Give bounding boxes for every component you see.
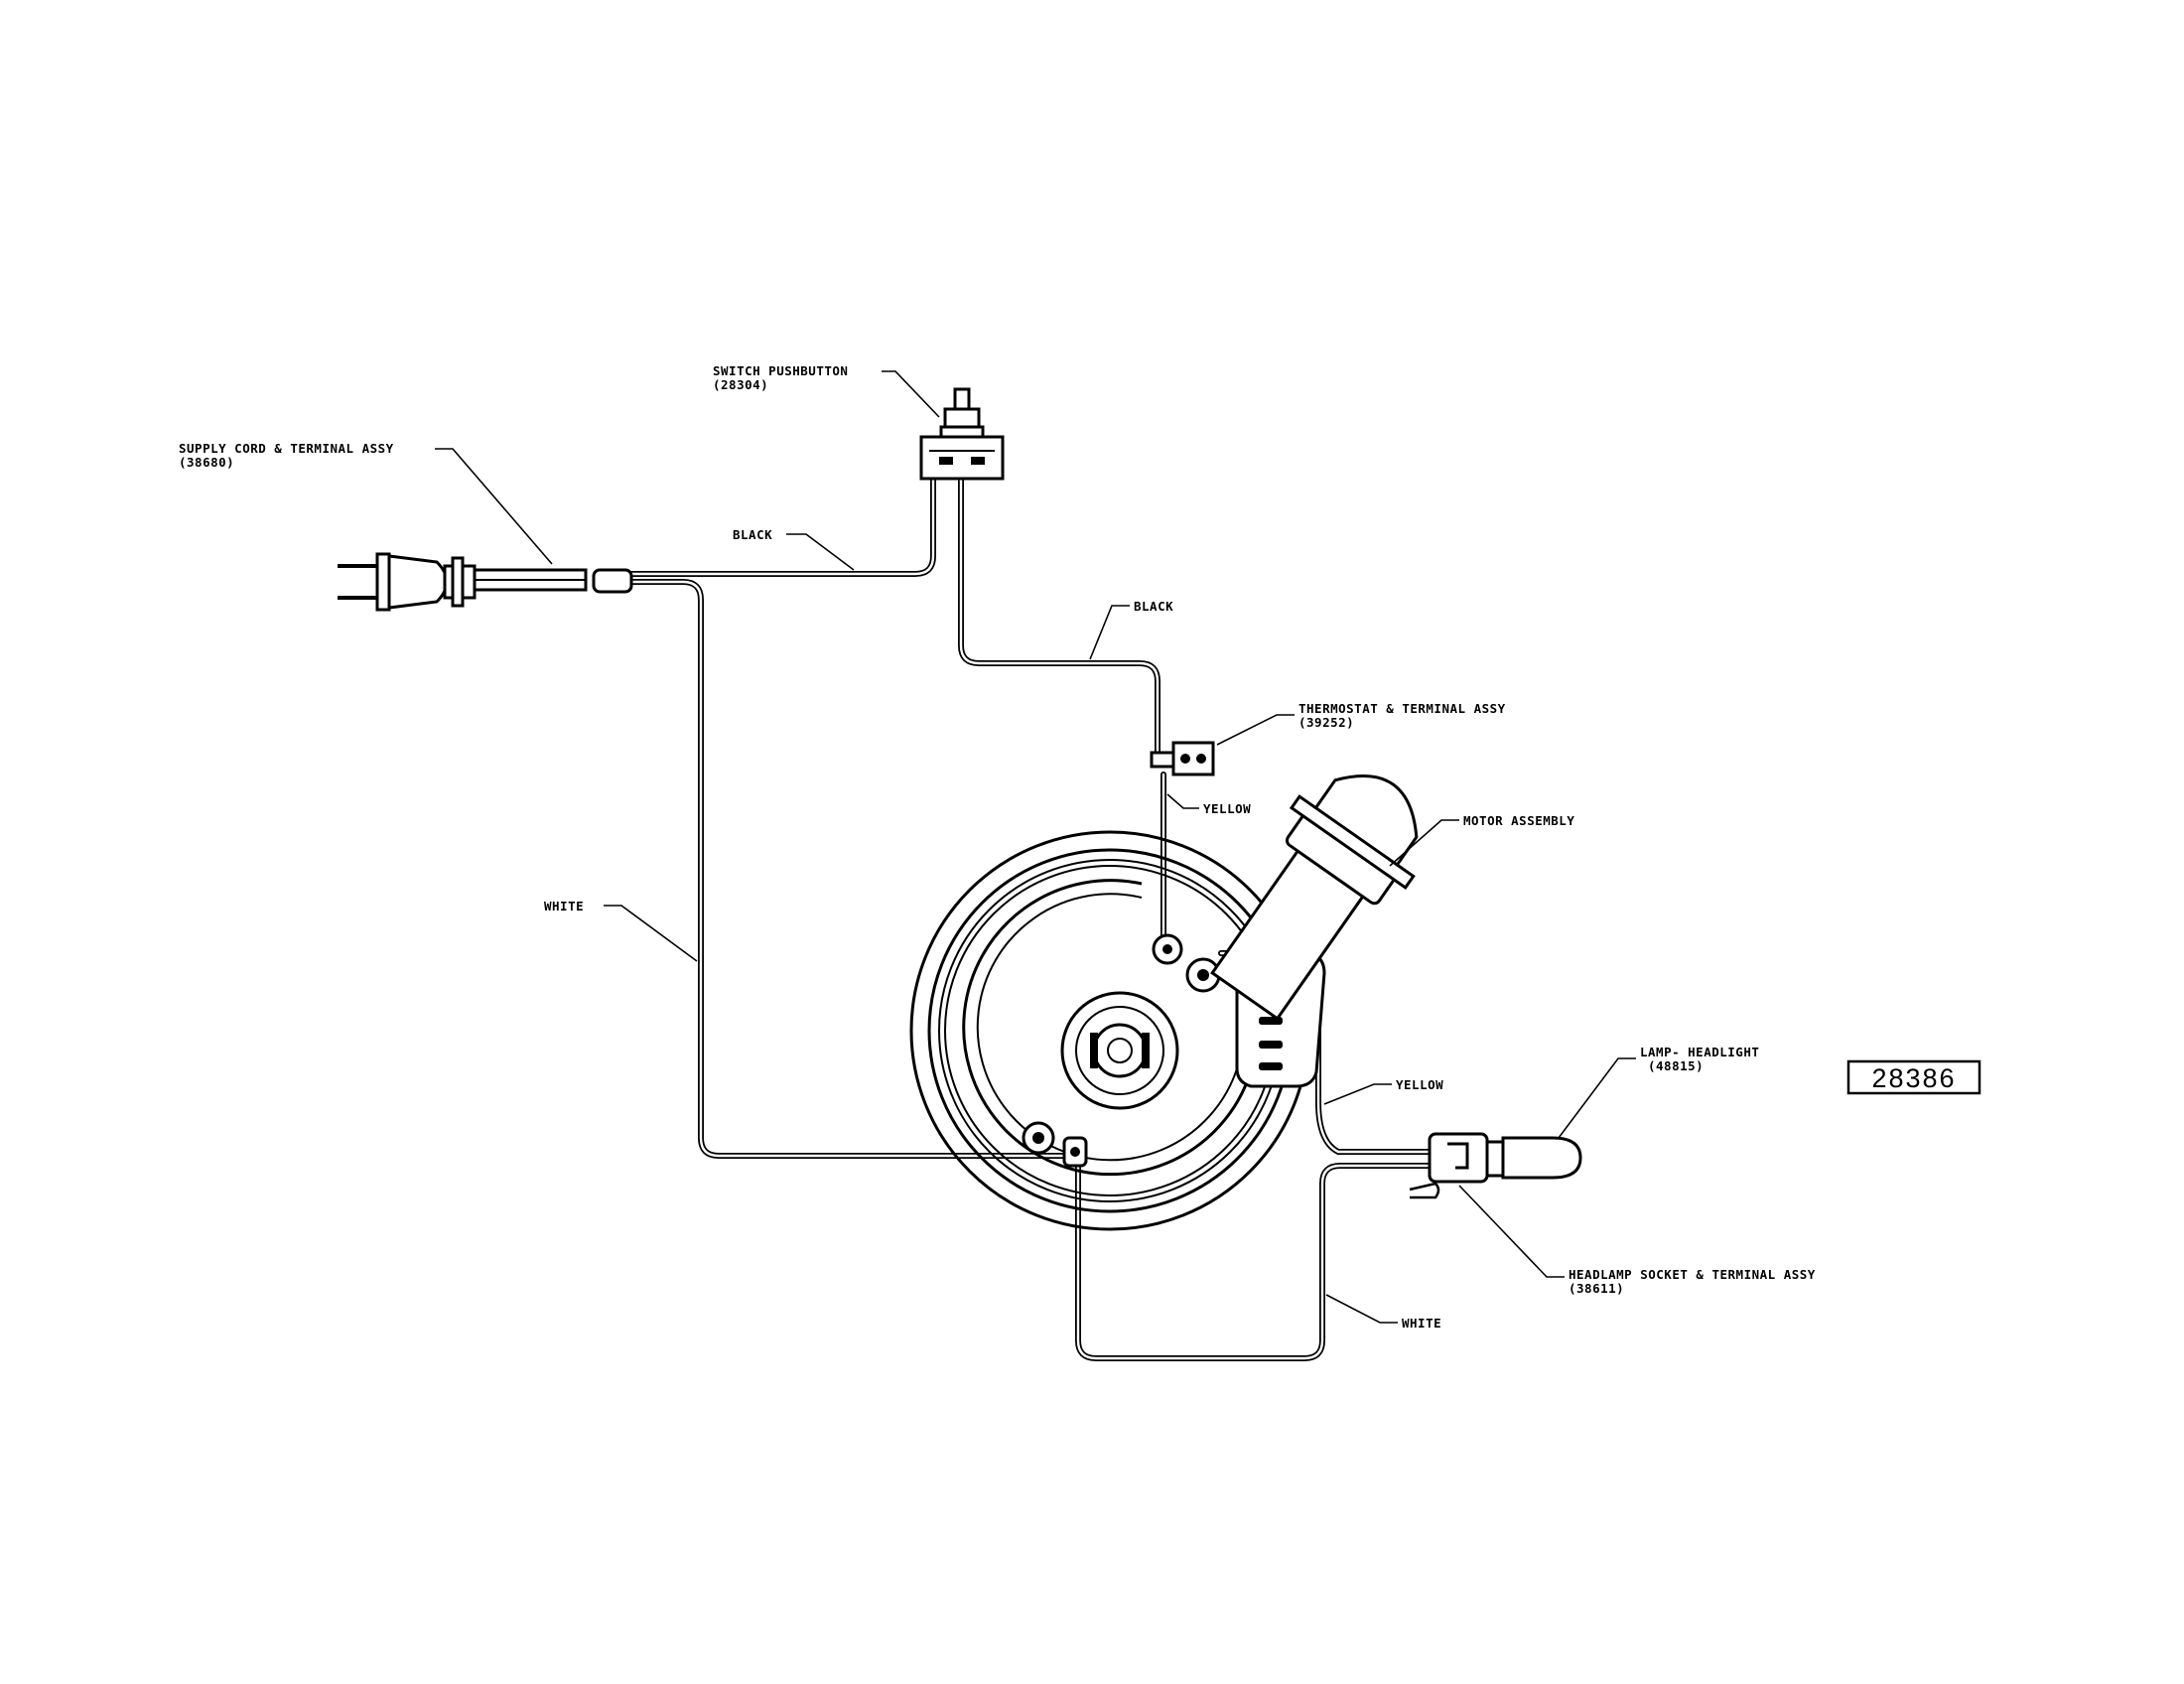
label-supply-cord: SUPPLY CORD & TERMINAL ASSY bbox=[179, 441, 394, 456]
labels: SWITCH PUSHBUTTON (28304) SUPPLY CORD & … bbox=[179, 363, 1816, 1331]
label-yellow-2: YELLOW bbox=[1396, 1077, 1443, 1092]
supply-cord-plug bbox=[338, 552, 633, 612]
label-black-2: BLACK bbox=[1134, 599, 1173, 614]
thermostat-assembly bbox=[1150, 741, 1215, 776]
label-switch-pushbutton-part: (28304) bbox=[713, 377, 768, 392]
label-headlamp-socket-part: (38611) bbox=[1569, 1281, 1624, 1296]
switch-pushbutton bbox=[919, 387, 1005, 481]
label-supply-cord-part: (38680) bbox=[179, 455, 234, 470]
label-thermostat: THERMOSTAT & TERMINAL ASSY bbox=[1298, 701, 1506, 716]
motor-assembly bbox=[1210, 774, 1419, 1021]
leader-lines bbox=[435, 370, 1636, 1324]
wire-white-cord-to-terminal bbox=[605, 579, 1075, 1159]
label-thermostat-part: (39252) bbox=[1298, 715, 1354, 730]
label-white-1: WHITE bbox=[544, 899, 584, 913]
label-yellow-1: YELLOW bbox=[1203, 801, 1251, 816]
wire-black-switch-to-thermostat bbox=[958, 476, 1160, 760]
drawing-number: 28386 bbox=[1871, 1063, 1956, 1093]
label-motor-assembly: MOTOR ASSEMBLY bbox=[1463, 813, 1574, 828]
drawing-number-badge: 28386 bbox=[1846, 1059, 1981, 1095]
wire-white-headlamp-to-motor bbox=[1075, 1159, 1433, 1361]
label-black-1: BLACK bbox=[733, 527, 772, 542]
wire-black-cord-to-switch bbox=[605, 476, 936, 577]
label-white-2: WHITE bbox=[1402, 1316, 1441, 1331]
label-headlamp-socket: HEADLAMP SOCKET & TERMINAL ASSY bbox=[1569, 1267, 1816, 1282]
label-switch-pushbutton: SWITCH PUSHBUTTON bbox=[713, 363, 848, 378]
label-lamp-headlight-part: (48815) bbox=[1648, 1058, 1704, 1073]
motor-housing bbox=[909, 830, 1326, 1231]
lamp-headlight bbox=[1501, 1136, 1582, 1180]
label-lamp-headlight: LAMP- HEADLIGHT bbox=[1640, 1045, 1759, 1059]
headlamp-socket bbox=[1409, 1132, 1505, 1199]
